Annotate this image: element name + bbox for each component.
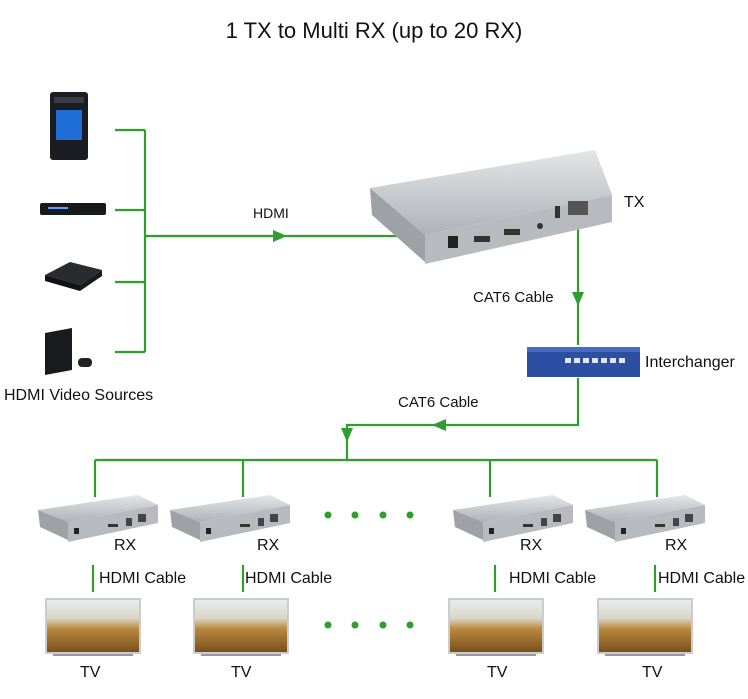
hdmi-cable-label: HDMI Cable — [99, 570, 187, 587]
tv-label: TV — [487, 664, 508, 681]
tv-label: TV — [231, 664, 252, 681]
rx-label: RX — [257, 537, 280, 554]
receiver-device-1 — [38, 495, 158, 542]
game-console-icon — [45, 328, 92, 375]
hdmi-cable-label: HDMI Cable — [658, 570, 746, 587]
receiver-device-3 — [453, 495, 573, 542]
transmitter-device — [370, 150, 612, 264]
more-receivers-dots-icon — [324, 511, 414, 629]
hdmi-arrow-icon — [273, 230, 287, 242]
cat6-top-label: CAT6 Cable — [473, 289, 554, 306]
arrows — [273, 230, 584, 629]
receiver-devices — [38, 495, 705, 542]
network-switch-icon — [527, 347, 640, 377]
rx-label: RX — [520, 537, 543, 554]
cat6-left-arrow-icon — [432, 419, 446, 431]
cat6-split-arrow-icon — [341, 428, 353, 442]
tv-icon — [448, 598, 544, 656]
tx-label: TX — [624, 194, 645, 211]
cat6-down-arrow-icon — [572, 292, 584, 306]
cat6-bottom-label: CAT6 Cable — [398, 394, 479, 411]
pc-tower-icon — [50, 92, 88, 160]
hdmi-cable-label: HDMI Cable — [509, 570, 597, 587]
tv-label: TV — [80, 664, 101, 681]
diagram-title: 1 TX to Multi RX (up to 20 RX) — [225, 18, 523, 43]
dvd-player-icon — [40, 203, 106, 215]
switch-label: Interchanger — [645, 354, 735, 371]
sources-label: HDMI Video Sources — [4, 387, 154, 404]
media-box-icon — [45, 262, 102, 291]
rx-label: RX — [665, 537, 688, 554]
rx-label: RX — [114, 537, 137, 554]
tv-label: TV — [642, 664, 663, 681]
tv-displays — [45, 598, 693, 656]
receiver-device-4 — [585, 495, 705, 542]
tv-icon — [597, 598, 693, 656]
hdmi-cable-label: HDMI Cable — [245, 570, 333, 587]
tv-icon — [45, 598, 141, 656]
hdmi-link-label: HDMI — [253, 205, 289, 221]
tv-icon — [193, 598, 289, 656]
receiver-device-2 — [170, 495, 290, 542]
